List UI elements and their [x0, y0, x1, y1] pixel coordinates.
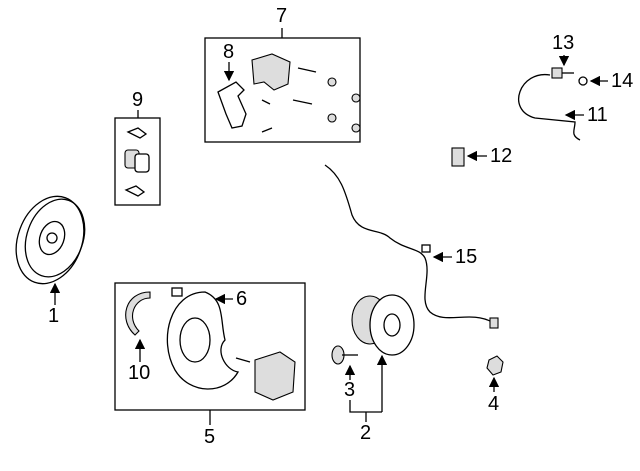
banjo-bolt [551, 67, 574, 79]
callout-13: 13 [552, 32, 575, 54]
backing-plate [166, 287, 240, 390]
callout-10: 10 [128, 362, 151, 384]
hub-nut [486, 355, 504, 376]
abs-sensor-harness [324, 164, 493, 323]
brake-rotor [15, 195, 86, 285]
caliper-bracket-hardware [217, 53, 361, 133]
harness-clip [451, 147, 465, 167]
wheel-stud [331, 345, 358, 365]
brake-caliper [254, 351, 296, 401]
callout-14: 14 [611, 70, 634, 92]
callout-15: 15 [455, 246, 478, 268]
callout-11: 11 [587, 104, 608, 126]
callout-8: 8 [223, 41, 235, 63]
brake-pads [124, 127, 150, 197]
callout-4: 4 [488, 393, 500, 415]
parking-brake-shoes [125, 291, 151, 336]
callout-12: 12 [490, 145, 513, 167]
callout-2: 2 [360, 422, 372, 444]
wheel-hub [351, 294, 415, 356]
washer [578, 76, 588, 86]
brake-hose [518, 74, 581, 141]
callout-9: 9 [132, 89, 144, 111]
callout-5: 5 [204, 426, 216, 448]
callout-6: 6 [236, 288, 248, 310]
callout-7: 7 [276, 5, 288, 27]
callout-1: 1 [48, 305, 60, 327]
callout-3: 3 [344, 379, 356, 401]
